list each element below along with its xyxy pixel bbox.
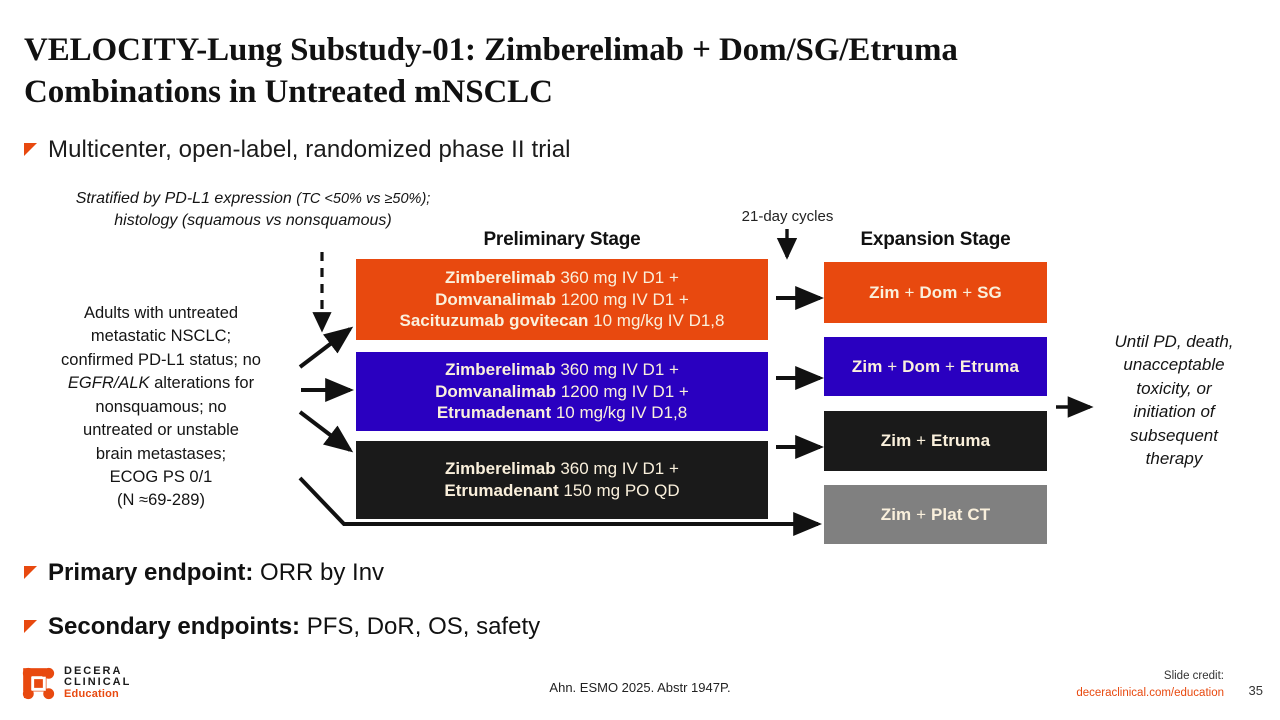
treatment-duration-note: Until PD, death, unacceptable toxicity, … [1078,330,1270,471]
exp4-label: Zim + Plat CT [880,504,991,524]
citation-text: Ahn. ESMO 2025. Abstr 1947P. [549,680,731,695]
primary-endpoint-label: Primary endpoint: [48,559,254,586]
logo-line-2: CLINICAL [64,676,132,689]
until-line-6: therapy [1145,449,1203,469]
until-line-2: unacceptable [1123,355,1225,375]
expansion-arm-box-3[interactable]: Zim + Etruma [824,411,1047,471]
arm1-line-1: Zimberelimab 360 mg IV D1 + [445,267,679,287]
primary-endpoint-row: Primary endpoint: ORR by Inv [24,559,384,588]
population-line-9: (N ≈69-289) [117,491,205,510]
triangle-bullet-icon [24,566,37,579]
triangle-bullet-icon [24,143,37,156]
preliminary-stage-header: Preliminary Stage [483,229,641,250]
allocation-arrow-3 [298,410,354,453]
subtitle-text: Multicenter, open-label, randomized phas… [48,136,571,163]
arm2-line-1: Zimberelimab 360 mg IV D1 + [445,359,679,379]
population-line-8: ECOG PS 0/1 [109,467,213,486]
population-line-5: nonsquamous; no [95,397,227,416]
stratification-line-2: histology (squamous vs nonsquamous) [114,211,392,229]
triangle-bullet-icon [24,620,37,633]
decera-logo-mark-icon [22,667,55,699]
subtitle-bullet-row: Multicenter, open-label, randomized phas… [24,136,571,165]
preliminary-arm-box-2[interactable]: Zimberelimab 360 mg IV D1 + Domvanalimab… [356,352,768,431]
primary-endpoint-value: ORR by Inv [253,559,385,586]
exp2-label: Zim + Dom + Etruma [851,356,1020,376]
secondary-endpoint-label: Secondary endpoints: [48,613,301,640]
stratification-note: Stratified by PD-L1 expression (TC <50% … [18,188,488,231]
expansion-arm-box-4[interactable]: Zim + Plat CT [824,485,1047,544]
preliminary-arm-box-1[interactable]: Zimberelimab 360 mg IV D1 + Domvanalimab… [356,259,768,340]
arm3-line-1: Zimberelimab 360 mg IV D1 + [445,459,679,479]
preliminary-arm-box-3[interactable]: Zimberelimab 360 mg IV D1 + Etrumadenant… [356,441,768,519]
logo-line-3: Education [64,687,119,700]
title-line-1: VELOCITY-Lung Substudy-01: Zimberelimab … [24,32,958,68]
stratification-line-1-lead: Stratified by PD-L1 expression [75,190,297,207]
slide-credit: Slide credit: deceraclinical.com/educati… [1076,668,1224,701]
expansion-arm-box-2[interactable]: Zim + Dom + Etruma [824,337,1047,396]
expansion-stage-header: Expansion Stage [860,229,1011,250]
stratification-line-1-paren: (TC <50% vs ≥50%); [296,191,431,207]
primary-endpoint-text: Primary endpoint: ORR by Inv [48,559,384,588]
expansion-arm-box-1[interactable]: Zim + Dom + SG [824,262,1047,323]
slide-credit-url[interactable]: deceraclinical.com/education [1076,686,1224,699]
secondary-endpoint-row: Secondary endpoints: PFS, DoR, OS, safet… [24,613,540,642]
population-line-1: Adults with untreated [83,304,239,322]
arm2-line-2: Domvanalimab 1200 mg IV D1 + [435,381,689,401]
secondary-endpoint-value: PFS, DoR, OS, safety [300,613,541,640]
slide-credit-label: Slide credit: [1163,670,1224,682]
allocation-arrow-1 [298,326,354,369]
decera-logo[interactable]: DECERA CLINICAL Education [22,665,132,700]
decera-wordmark: DECERA CLINICAL Education [64,665,132,700]
logo-line-1: DECERA [64,665,123,677]
arm3-line-2: Etrumadenant 150 mg PO QD [444,481,680,500]
cycles-label: 21-day cycles [741,208,834,225]
exp1-label: Zim + Dom + SG [869,282,1002,302]
page-title: VELOCITY-Lung Substudy-01: Zimberelimab … [24,30,1254,113]
until-line-5: subsequent [1130,425,1218,445]
population-gene-italic: EGFR/ALK [67,374,150,393]
population-line-2: metastatic NSCLC; [90,327,232,346]
exp3-label: Zim + Etruma [880,431,991,450]
population-line-6: untreated or unstable [83,421,239,440]
arm1-line-3: Sacituzumab govitecan 10 mg/kg IV D1,8 [399,311,725,331]
until-line-1: Until PD, death, [1114,332,1234,351]
population-line-3: confirmed PD-L1 status; no [61,350,261,369]
arm1-line-2: Domvanalimab 1200 mg IV D1 + [435,289,689,309]
population-line-7: brain metastases; [95,444,227,463]
population-description: Adults with untreated metastatic NSCLC; … [30,302,292,513]
population-line-4-rest: alterations for [149,374,255,393]
arm2-line-3: Etrumadenant 10 mg/kg IV D1,8 [436,403,688,423]
title-line-2: Combinations in Untreated mNSCLC [24,73,553,110]
page-number: 35 [1248,683,1263,698]
until-line-4: initiation of [1133,402,1215,422]
secondary-endpoint-text: Secondary endpoints: PFS, DoR, OS, safet… [48,613,540,642]
until-line-3: toxicity, or [1136,378,1212,398]
